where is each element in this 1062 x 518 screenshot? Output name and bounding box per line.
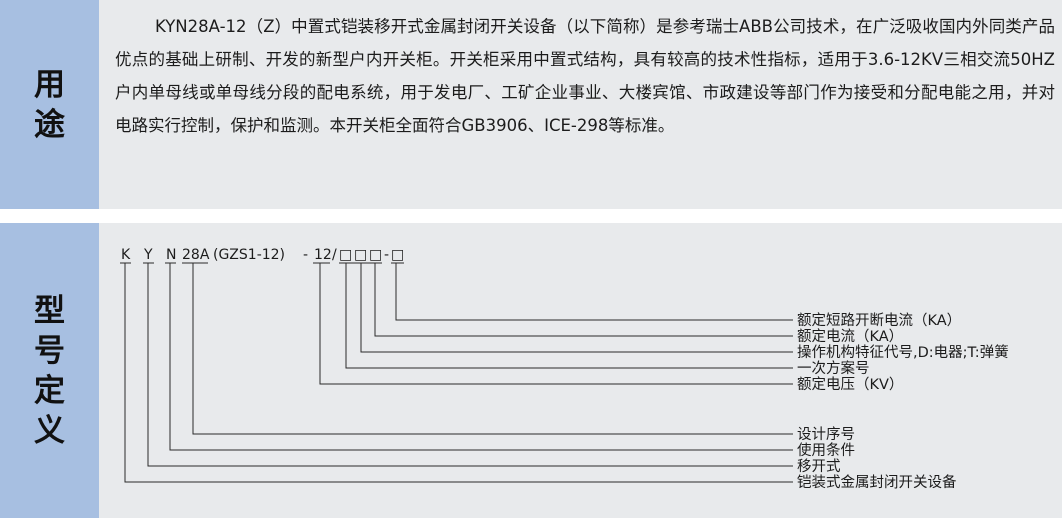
- model-side-char: 号: [34, 332, 65, 369]
- usage-body: KYN28A-12（Z）中置式铠装移开式金属封闭开关设备（以下简称）是参考瑞士A…: [99, 0, 1062, 209]
- label-rated-current: 额定电流（KA）: [797, 328, 903, 345]
- label-withdrawable: 移开式: [797, 458, 841, 475]
- label-rated-voltage: 额定电压（KV）: [797, 376, 903, 393]
- usage-side-char: 用: [34, 66, 65, 103]
- label-usage-condition: 使用条件: [797, 442, 855, 459]
- code-part-12: 12: [314, 247, 332, 263]
- model-side-label: 型 号 定 义: [0, 223, 99, 518]
- model-body: K Y N 28A (GZS1-12) - 12 / □ □ □ - □: [99, 223, 1062, 518]
- code-part-box-3: □: [369, 247, 382, 263]
- code-part-28a: 28A: [182, 247, 210, 263]
- usage-paragraph-text: KYN28A-12（Z）中置式铠装移开式金属封闭开关设备（以下简称）是参考瑞士A…: [115, 17, 1055, 135]
- code-part-dash-2: -: [384, 247, 389, 263]
- model-section: 型 号 定 义 K Y N 28A (GZS1-12) - 12 / □ □ □…: [0, 223, 1062, 518]
- code-part-y: Y: [143, 247, 153, 263]
- code-part-box-4: □: [391, 247, 404, 263]
- usage-paragraph: KYN28A-12（Z）中置式铠装移开式金属封闭开关设备（以下简称）是参考瑞士A…: [115, 10, 1055, 142]
- label-primary-scheme: 一次方案号: [797, 359, 870, 377]
- code-part-gzs: (GZS1-12): [213, 247, 285, 263]
- label-short-circuit-current: 额定短路开断电流（KA）: [797, 312, 961, 329]
- label-mechanism-code: 操作机构特征代号,D:电器;T:弹簧: [797, 344, 1009, 361]
- usage-section: 用 途 KYN28A-12（Z）中置式铠装移开式金属封闭开关设备（以下简称）是参…: [0, 0, 1062, 209]
- code-part-n: N: [166, 247, 176, 263]
- usage-side-char: 途: [34, 106, 65, 143]
- model-side-char: 义: [34, 412, 65, 449]
- code-part-box-1: □: [339, 247, 352, 263]
- code-part-dash: -: [303, 247, 308, 263]
- code-part-slash: /: [332, 247, 337, 263]
- code-part-k: K: [121, 247, 131, 263]
- label-design-serial: 设计序号: [797, 426, 855, 443]
- model-side-char: 定: [34, 372, 65, 409]
- usage-side-label: 用 途: [0, 0, 99, 209]
- code-part-box-2: □: [354, 247, 367, 263]
- model-side-char: 型: [34, 292, 65, 329]
- model-code-diagram: K Y N 28A (GZS1-12) - 12 / □ □ □ - □: [120, 247, 1009, 491]
- label-armored-switchgear: 铠装式金属封闭开关设备: [797, 474, 957, 491]
